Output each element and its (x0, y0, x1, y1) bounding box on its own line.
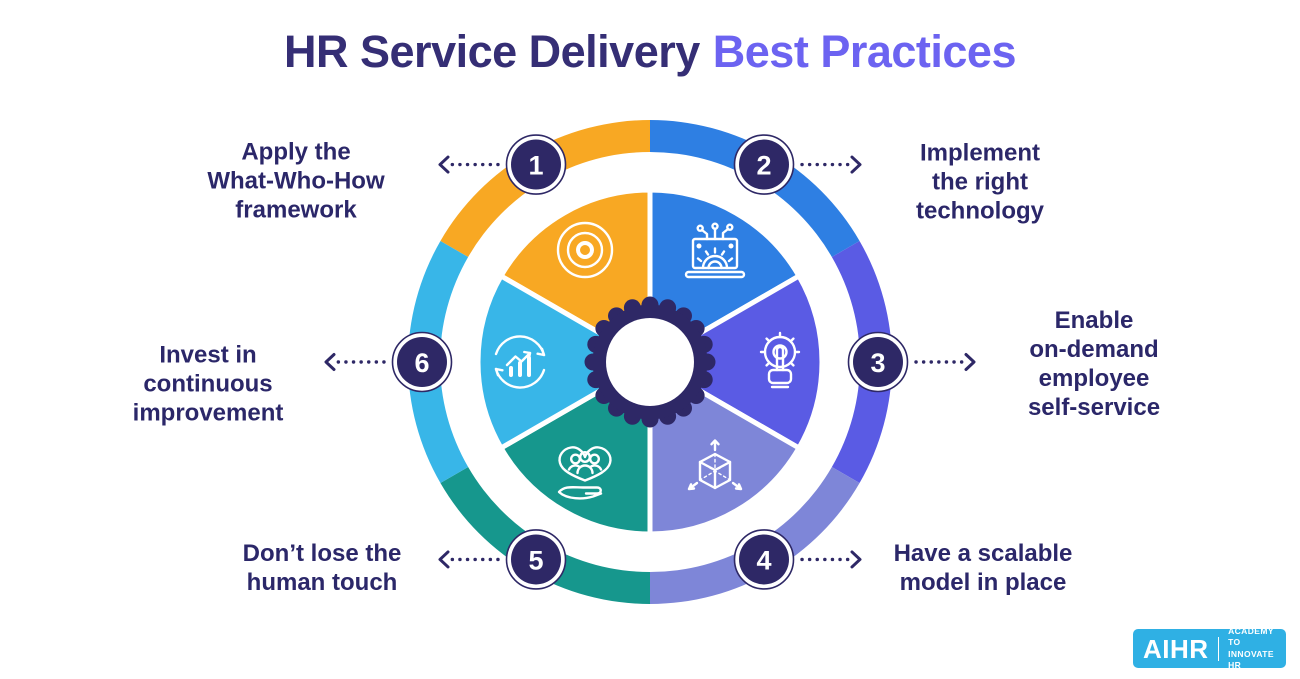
arrowhead-icon-3 (964, 353, 976, 371)
pie-sector-3 (647, 273, 825, 451)
ring-arc-4 (650, 467, 860, 604)
step-number-5: 5 (528, 545, 543, 575)
ring-arc-2 (650, 120, 860, 257)
step-number-3: 3 (870, 348, 885, 378)
step-label-4: Have a scalable model in place (893, 539, 1073, 596)
gear-touch-icon (759, 331, 801, 389)
step-badge-1 (511, 139, 561, 190)
logo-tagline-line2: INNOVATE HR (1228, 648, 1274, 670)
step-label-5: Don’t lose the human touch (242, 539, 402, 596)
step-badge-5 (511, 534, 561, 585)
center-gear-icon (584, 296, 716, 428)
ring-arc-5 (440, 467, 650, 604)
step-badge-6 (397, 337, 447, 387)
arrowhead-icon-6 (324, 353, 336, 371)
step-badge-2 (739, 139, 789, 190)
step-number-6: 6 (414, 348, 429, 378)
arrowhead-icon-2 (850, 155, 862, 174)
step-number-4: 4 (756, 545, 771, 575)
step-label-2: Implement the right technology (915, 139, 1045, 225)
page-title: HR Service Delivery Best Practices (0, 26, 1300, 78)
laptop-circuit-icon (684, 222, 746, 279)
step-number-1: 1 (528, 151, 543, 181)
ring-arc-1 (440, 119, 650, 258)
logo-divider (1217, 636, 1220, 661)
step-badge-4 (739, 534, 789, 585)
title-main: HR Service Delivery (284, 26, 700, 77)
logo-tagline: ACADEMY TO INNOVATE HR (1228, 626, 1276, 670)
arrowhead-icon-5 (438, 550, 450, 569)
step-badge-3 (853, 337, 903, 387)
title-accent: Best Practices (712, 26, 1017, 77)
target-icon (556, 221, 614, 279)
step-label-6: Invest in continuous improvement (132, 341, 284, 427)
heart-people-hand-icon (557, 446, 612, 500)
step-badges: 1 2 3 4 5 6 (324, 134, 976, 590)
arrowhead-icon-4 (850, 550, 862, 569)
arrowhead-icon-1 (438, 155, 450, 174)
logo-tagline-line1: ACADEMY TO (1228, 626, 1274, 648)
aihr-logo-text: AIHR (1143, 633, 1209, 664)
gear-center (606, 318, 694, 406)
step-number-2: 2 (756, 151, 771, 181)
step-label-3: Enable on-demand employee self-service (1027, 306, 1161, 422)
chart-refresh-icon (494, 335, 546, 389)
step-label-1: Apply the What-Who-How framework (207, 138, 385, 224)
aihr-logo: AIHR ACADEMY TO INNOVATE HR (1133, 626, 1286, 670)
pie-sector-6 (475, 273, 653, 451)
cube-arrows-icon (687, 439, 743, 491)
